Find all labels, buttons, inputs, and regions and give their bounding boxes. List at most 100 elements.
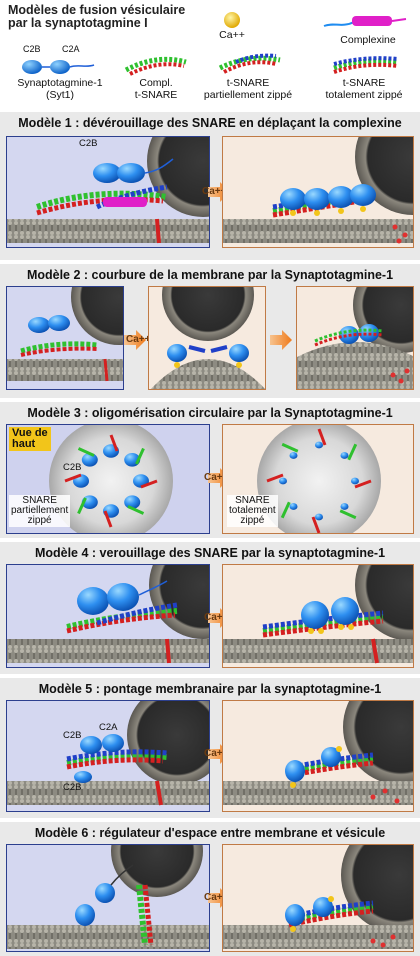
model-1-c2b-label: C2B <box>79 138 98 149</box>
model-2-title: Modèle 2 : courbure de la membrane par l… <box>26 268 394 282</box>
snare-ring-unit <box>64 473 82 483</box>
separator <box>0 818 420 821</box>
fully-zipped-annotation: SNARE totalement zippé <box>227 495 278 527</box>
partially-zipped-annotation-line1: SNARE <box>22 495 57 506</box>
partially-zipped-label: t-SNARE partiellement zippé <box>196 77 300 101</box>
complexin-label: Complexine <box>340 34 396 46</box>
synaptotagmin-icon <box>22 60 95 74</box>
legend: Modèles de fusion vésiculaire par la syn… <box>0 0 420 108</box>
snare-ring-unit <box>127 505 145 515</box>
fully-zipped-label-line1: t-SNARE <box>342 77 386 89</box>
synaptotagmin-label-line1: Synaptotagmine-1 <box>17 77 103 89</box>
model-4-before-scene <box>6 564 210 668</box>
complex-tsnare-label-line1: Compl. <box>139 77 173 89</box>
legend-c2a-label: C2A <box>62 44 80 54</box>
calcium-icon <box>224 12 240 28</box>
model-1-before-scene: C2B <box>6 136 210 248</box>
syt1-ring-unit <box>279 477 287 485</box>
syt1-ring-unit <box>124 495 141 509</box>
model-6-panel: Modèle 6 : régulateur d'espace entre mem… <box>0 822 420 956</box>
synaptotagmin-label-line2: (Syt1) <box>45 88 74 101</box>
model-5-c2a-label: C2A <box>99 722 118 733</box>
snare-ring-unit <box>266 473 284 483</box>
model-2-calcium-label: Ca++ <box>126 334 151 345</box>
model-1-title: Modèle 1 : dévérouillage des SNARE en dé… <box>18 116 402 130</box>
figure-title: Modèles de fusion vésiculaire par la syn… <box>8 4 185 30</box>
complex-tsnare-label: Compl. t-SNARE <box>118 77 194 101</box>
fully-zipped-snare-icon <box>333 56 399 74</box>
snare-ring-unit <box>354 479 372 489</box>
model-3-c2b-label: C2B <box>63 462 82 473</box>
snare-ring-unit <box>280 501 291 519</box>
model-6-before-scene <box>6 844 210 952</box>
top-view-line1: Vue de <box>12 427 48 439</box>
model-2-middle-scene <box>148 286 266 390</box>
snare-ring-unit <box>317 428 327 446</box>
snare-ring-unit <box>311 516 321 533</box>
syt1-ring-unit <box>340 452 349 459</box>
separator <box>0 260 420 263</box>
syt1-ring-unit <box>289 503 298 510</box>
model-6-title: Modèle 6 : régulateur d'espace entre mem… <box>34 826 386 840</box>
fully-zipped-annotation-line3: zippé <box>240 515 265 526</box>
partially-zipped-snare-icon <box>218 53 281 74</box>
syt1-ring-unit <box>340 503 349 510</box>
model-3-title: Modèle 3 : oligomérisation circulaire pa… <box>27 406 393 420</box>
model-5-calcium-label: Ca++ <box>204 748 229 759</box>
figure-title-line1: Modèles de fusion vésiculaire <box>8 3 186 17</box>
synaptotagmin-label: Synaptotagmine-1 (Syt1) <box>4 77 116 101</box>
model-3-calcium-label: Ca++ <box>204 472 229 483</box>
fully-zipped-label-line2: totalement zippé <box>325 88 403 101</box>
snare-ring-unit <box>347 443 358 461</box>
top-view-badge: Vue de haut <box>9 427 51 451</box>
partially-zipped-annotation-line2: partiellement <box>11 505 69 516</box>
snare-ring-unit <box>339 509 357 520</box>
separator <box>0 108 420 111</box>
separator <box>0 674 420 677</box>
snare-ring-unit <box>109 434 119 452</box>
snare-ring-unit <box>281 442 299 453</box>
complexin-icon <box>323 16 407 27</box>
syt1-ring-unit <box>289 452 298 459</box>
fully-zipped-label: t-SNARE totalement zippé <box>310 77 418 101</box>
model-5-panel: Modèle 5 : pontage membranaire par la sy… <box>0 678 420 818</box>
model-4-panel: Modèle 4 : verouillage des SNARE par la … <box>0 542 420 674</box>
snare-ring-unit <box>77 447 95 457</box>
separator <box>0 538 420 541</box>
model-5-before-scene: C2B C2A C2B <box>6 700 210 812</box>
model-5-after-scene <box>222 700 414 812</box>
snare-ring-unit <box>77 497 87 515</box>
separator <box>0 398 420 401</box>
model-3-after-scene: SNARE totalement zippé <box>222 424 414 534</box>
model-5-title: Modèle 5 : pontage membranaire par la sy… <box>38 682 382 696</box>
snare-ring-unit <box>140 479 158 489</box>
model-4-after-scene <box>222 564 414 668</box>
fully-zipped-annotation-line2: totalement <box>229 505 276 516</box>
syt1-ring-unit <box>351 477 359 485</box>
syt1-ring-unit <box>315 513 323 521</box>
partially-zipped-label-line2: partiellement zippé <box>203 88 293 101</box>
calcium-label: Ca++ <box>219 29 245 41</box>
complex-tsnare-label-line2: t-SNARE <box>134 88 178 101</box>
model-2-panel: Modèle 2 : courbure de la membrane par l… <box>0 264 420 398</box>
model-5-c2b-bottom-label: C2B <box>63 782 82 793</box>
model-3-before-scene: Vue de haut C2B SNARE partiellement zipp… <box>6 424 210 534</box>
partially-zipped-annotation: SNARE partiellement zippé <box>9 495 71 527</box>
model-2-before-scene <box>6 286 124 390</box>
model-6-after-scene <box>222 844 414 952</box>
model-5-c2b-top-label: C2B <box>63 730 82 741</box>
snare-ring-unit <box>103 510 113 528</box>
fully-zipped-annotation-line1: SNARE <box>235 495 270 506</box>
figure-title-line2: par la synaptotagmine I <box>8 16 148 30</box>
partially-zipped-label-line1: t-SNARE <box>226 77 270 89</box>
legend-c2b-label: C2B <box>23 44 41 54</box>
model-3-panel: Modèle 3 : oligomérisation circulaire pa… <box>0 402 420 538</box>
model-2-after-scene <box>296 286 414 390</box>
model-2-calcium-arrow-1 <box>124 330 146 350</box>
snare-ring-unit <box>135 447 145 465</box>
syt1-ring-unit <box>315 441 323 449</box>
model-6-calcium-label: Ca++ <box>204 892 229 903</box>
model-4-calcium-label: Ca++ <box>204 612 229 623</box>
partially-zipped-annotation-line3: zippé <box>27 515 52 526</box>
